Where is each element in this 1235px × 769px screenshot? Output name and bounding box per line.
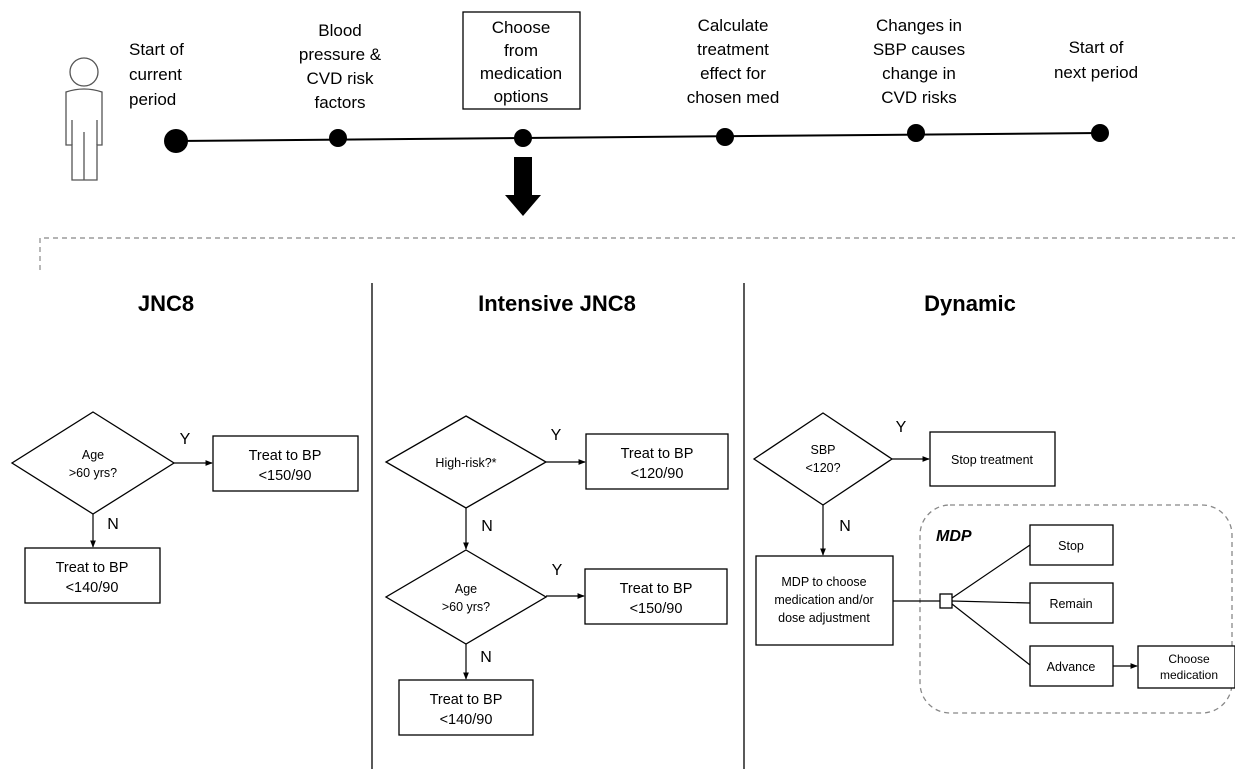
- branch-advance-line: [951, 603, 1031, 666]
- jnc8-yes-label: Y: [180, 431, 191, 448]
- tl-start-line3: period: [129, 90, 176, 109]
- tl-calc-line3: effect for: [700, 64, 766, 83]
- int-yes2-label: Y: [552, 562, 563, 579]
- decision-node-square: [939, 593, 953, 609]
- int-treat-120-line1: Treat to BP: [621, 446, 694, 462]
- dyn-sbp-diamond: [752, 412, 894, 506]
- tl-bp-line1: Blood: [318, 21, 361, 40]
- mdp-stop-text: Stop: [1058, 539, 1084, 553]
- tl-start-line2: current: [129, 65, 182, 84]
- int-treat-150-box: [584, 568, 728, 625]
- tl-bp-line3: CVD risk: [306, 69, 374, 88]
- dyn-yes-label: Y: [896, 419, 907, 436]
- jnc8-treat-140-line1: Treat to BP: [56, 560, 129, 576]
- jnc8-treat-140-line2: <140/90: [66, 580, 119, 596]
- timeline-node-start: [164, 129, 188, 153]
- int-treat-150-line1: Treat to BP: [620, 581, 693, 597]
- jnc8-no-label: N: [107, 516, 119, 533]
- int-yes1-label: Y: [551, 427, 562, 444]
- choose-med-box: [462, 11, 581, 110]
- timeline-node-choose: [514, 129, 532, 147]
- int-treat-120-box: [585, 433, 729, 490]
- int-no1-label: N: [481, 518, 493, 535]
- dyn-mdp-choose-box: [755, 555, 894, 646]
- tl-choose-line3: medication: [480, 64, 562, 83]
- tl-sbp-line4: CVD risks: [881, 88, 957, 107]
- timeline-node-sbp: [907, 124, 925, 142]
- int-treat-140-line1: Treat to BP: [430, 692, 503, 708]
- expansion-dashed-outline: [39, 237, 1235, 270]
- dyn-mdp-choose-line3: dose adjustment: [778, 611, 870, 625]
- dyn-no-label: N: [839, 518, 851, 535]
- tl-calc-line1: Calculate: [698, 16, 769, 35]
- jnc8-treat-150-box: [212, 435, 359, 492]
- mdp-choose-med-line1: Choose: [1168, 652, 1210, 666]
- tl-next-line1: Start of: [1069, 38, 1124, 57]
- tl-choose-line4: options: [494, 87, 549, 106]
- tl-sbp-line1: Changes in: [876, 16, 962, 35]
- tl-calc-line2: treatment: [697, 40, 769, 59]
- int-highrisk-text: High-risk?*: [435, 456, 496, 470]
- panel-title-dynamic: Dynamic: [924, 291, 1016, 316]
- timeline-node-bp: [329, 129, 347, 147]
- int-age-diamond: [384, 549, 548, 645]
- tl-sbp-line2: SBP causes: [873, 40, 965, 59]
- jnc8-treat-150-line1: Treat to BP: [249, 448, 322, 464]
- jnc8-treat-140-box: [24, 547, 161, 604]
- mdp-choose-med-box: [1137, 645, 1235, 689]
- tl-calc-line4: chosen med: [687, 88, 780, 107]
- tl-start-line1: Start of: [129, 40, 184, 59]
- tl-next-line2: next period: [1054, 63, 1138, 82]
- jnc8-age-line2: >60 yrs?: [69, 466, 117, 480]
- dyn-mdp-choose-line2: medication and/or: [774, 593, 873, 607]
- dyn-sbp-line2: <120?: [805, 461, 840, 475]
- int-treat-120-line2: <120/90: [631, 466, 684, 482]
- mdp-remain-box: [1029, 582, 1114, 624]
- expand-down-arrow-icon: [505, 157, 541, 216]
- int-treat-140-line2: <140/90: [440, 712, 493, 728]
- mdp-label: MDP: [936, 528, 972, 545]
- panel-title-intensive: Intensive JNC8: [478, 291, 636, 316]
- int-age-line2: >60 yrs?: [442, 600, 490, 614]
- tl-bp-line4: factors: [314, 93, 365, 112]
- dyn-stop-treatment-text: Stop treatment: [951, 453, 1034, 467]
- jnc8-age-line1: Age: [82, 448, 104, 462]
- tl-bp-line2: pressure &: [299, 45, 382, 64]
- jnc8-age-diamond: [10, 411, 176, 515]
- timeline-node-calc: [716, 128, 734, 146]
- timeline-node-next: [1091, 124, 1109, 142]
- person-icon: [65, 57, 103, 181]
- branch-stop-line: [951, 544, 1031, 599]
- mdp-dashed-region: [919, 504, 1233, 714]
- tl-choose-line2: from: [504, 41, 538, 60]
- mdp-advance-box: [1029, 645, 1114, 687]
- tl-choose-line1: Choose: [492, 18, 551, 37]
- int-no2-label: N: [480, 649, 492, 666]
- int-treat-140-box: [398, 679, 534, 736]
- dyn-sbp-line1: SBP: [810, 443, 835, 457]
- dyn-stop-treatment-box: [929, 431, 1056, 487]
- mdp-remain-text: Remain: [1049, 597, 1092, 611]
- mdp-stop-box: [1029, 524, 1114, 566]
- mdp-choose-med-line2: medication: [1160, 668, 1218, 682]
- int-treat-150-line2: <150/90: [630, 601, 683, 617]
- mdp-advance-text: Advance: [1047, 660, 1096, 674]
- tl-sbp-line3: change in: [882, 64, 956, 83]
- branch-remain-line: [951, 600, 1031, 604]
- jnc8-treat-150-line2: <150/90: [259, 468, 312, 484]
- panel-title-jnc8: JNC8: [138, 291, 194, 316]
- int-age-line1: Age: [455, 582, 477, 596]
- timeline-axis: [175, 132, 1101, 142]
- dyn-mdp-choose-line1: MDP to choose: [781, 575, 866, 589]
